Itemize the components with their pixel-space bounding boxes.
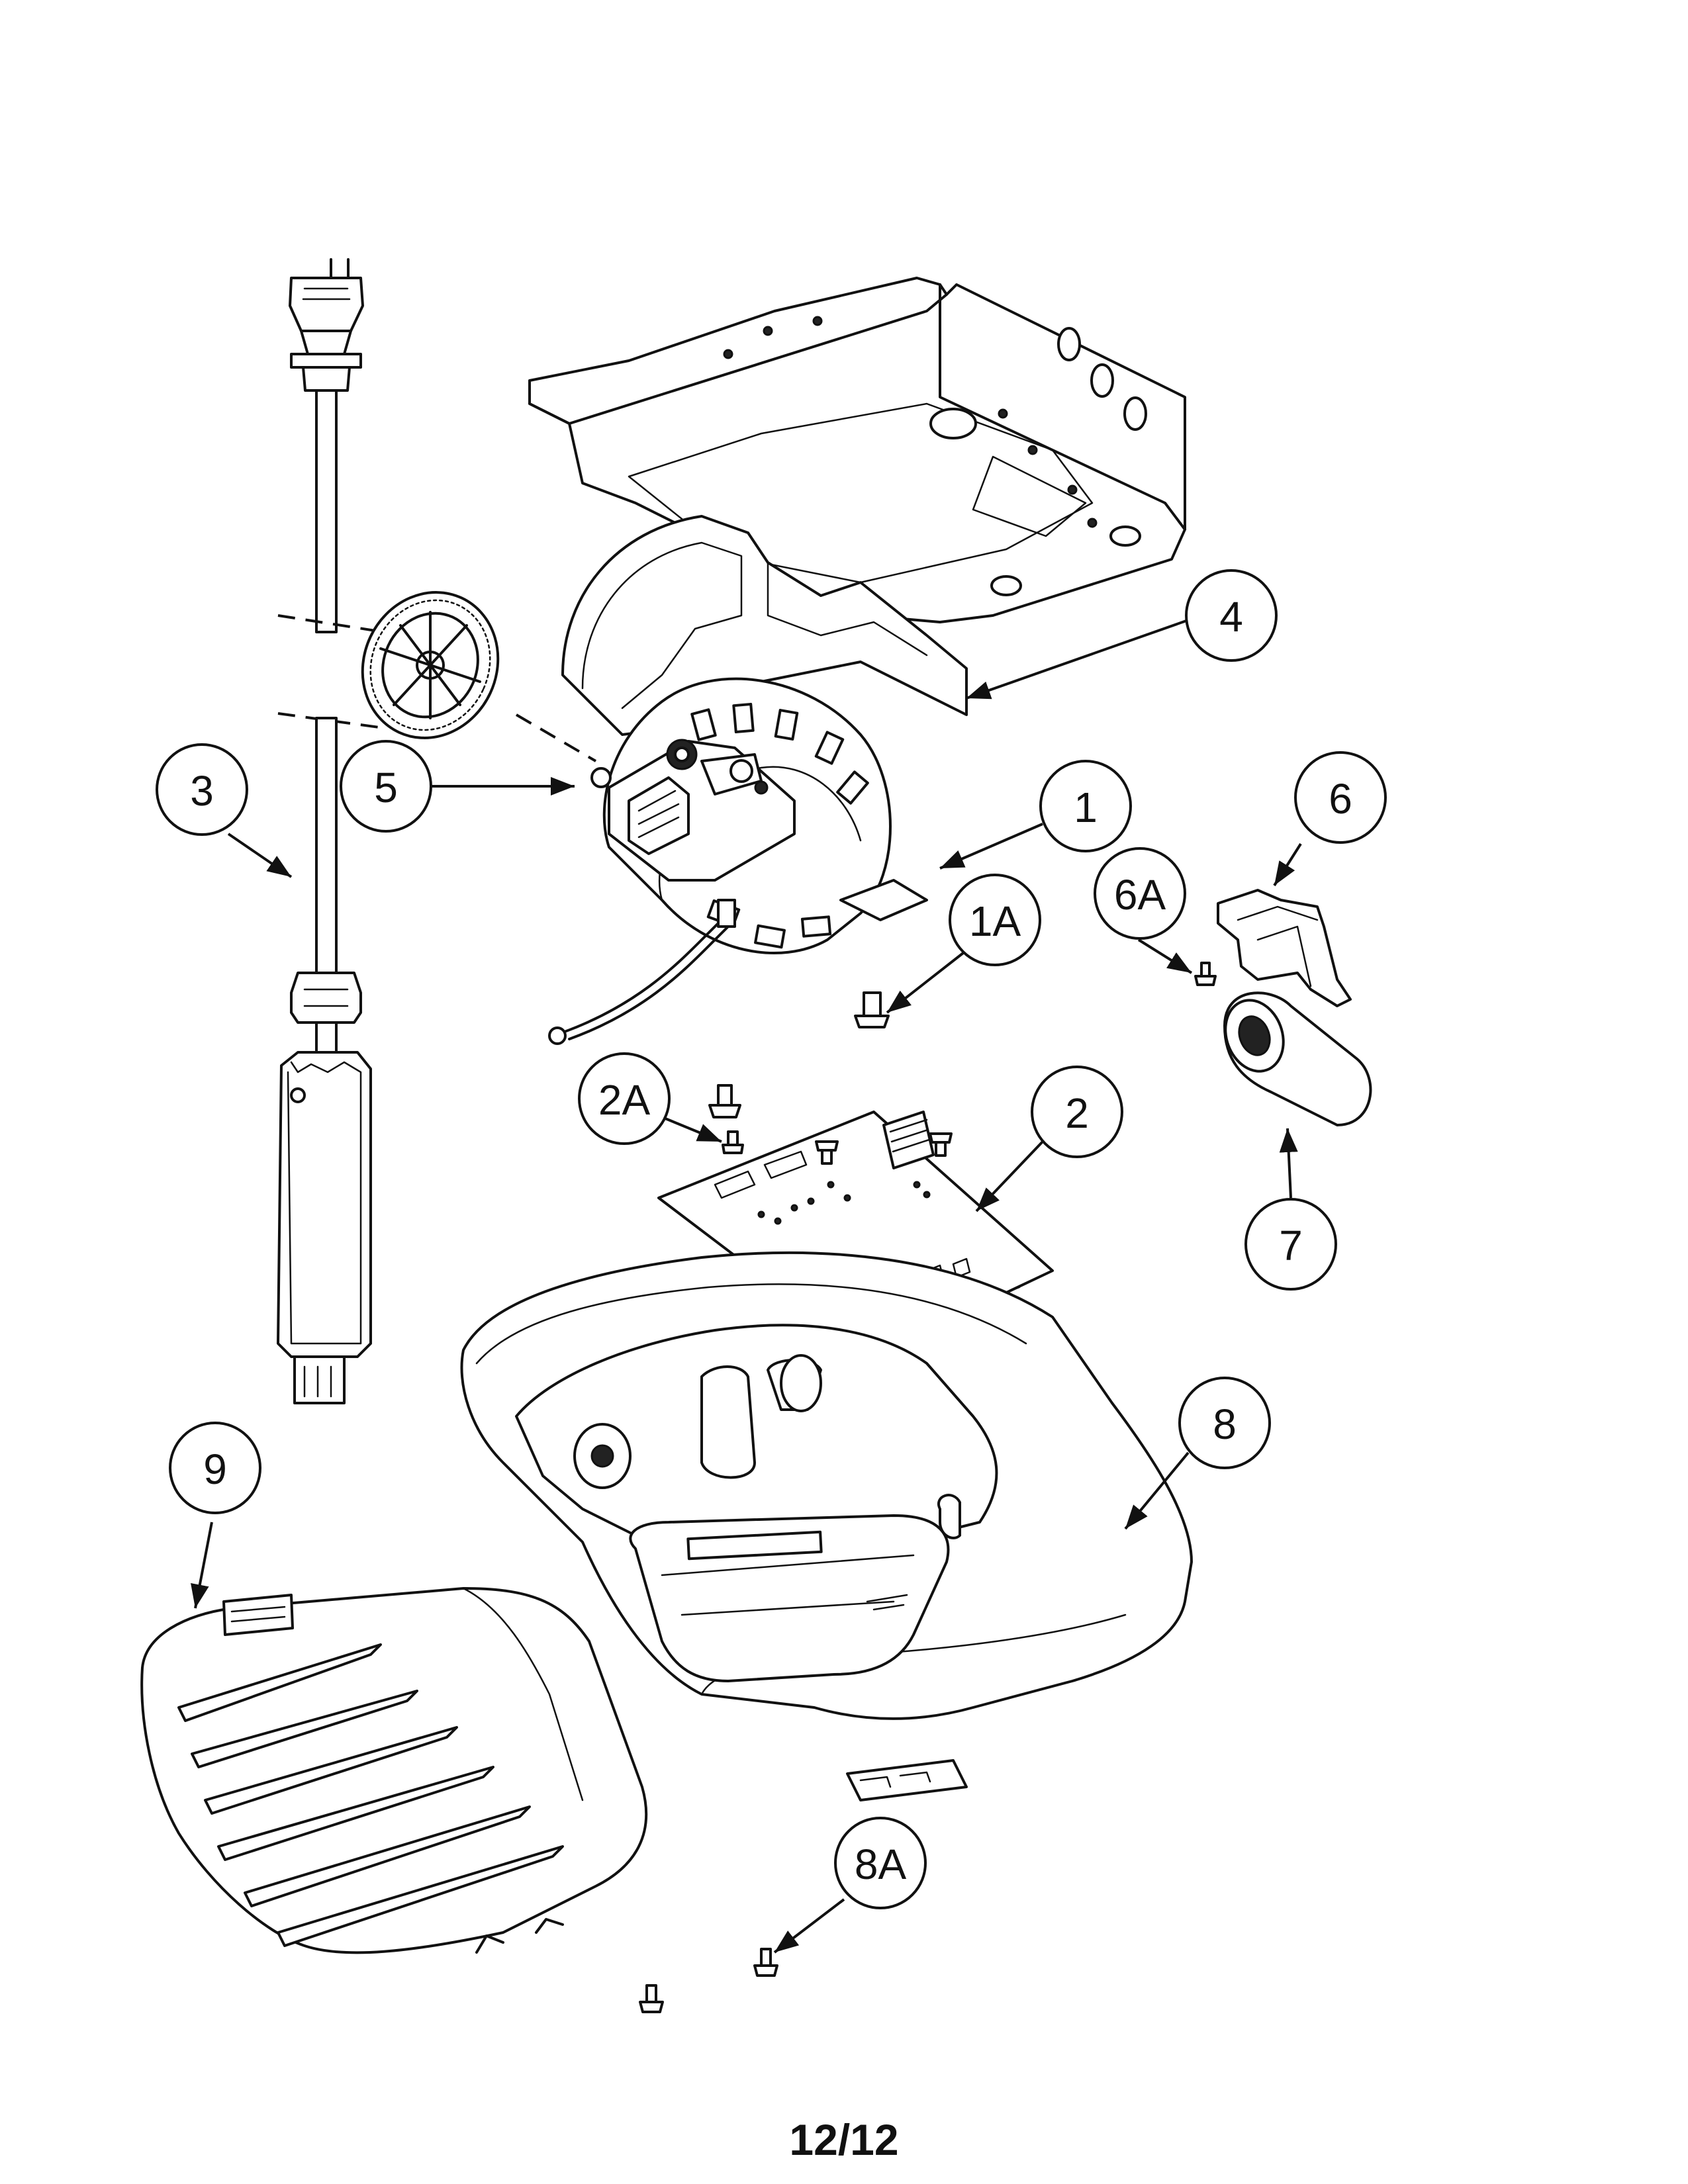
callout-label: 8A <box>855 1841 907 1888</box>
callout-1a: 1A <box>949 874 1041 966</box>
callout-label: 7 <box>1279 1222 1303 1269</box>
leader-9 <box>191 1522 213 1609</box>
callout-label: 6A <box>1114 871 1166 919</box>
housing <box>460 1251 1193 1801</box>
leader-6 <box>1273 842 1302 887</box>
callout-label: 6 <box>1329 775 1352 823</box>
callout-9: 9 <box>169 1422 261 1514</box>
leader-8a <box>773 1898 845 1954</box>
callout-label: 8 <box>1213 1400 1237 1448</box>
leader-3 <box>227 833 293 878</box>
callout-label: 2A <box>598 1076 651 1124</box>
callout-8a: 8A <box>834 1817 927 1909</box>
callout-1: 1 <box>1039 760 1132 852</box>
capacitor-bracket <box>1217 889 1352 1007</box>
screw-board-2 <box>929 1132 953 1157</box>
screw-1a <box>854 991 890 1028</box>
leader-1 <box>939 823 1043 870</box>
callout-2: 2 <box>1031 1066 1123 1158</box>
leader-2a <box>665 1117 722 1143</box>
leader-8 <box>1124 1451 1190 1530</box>
screw-8a-second <box>639 1984 664 2013</box>
callout-label: 4 <box>1219 593 1243 641</box>
callout-label: 2 <box>1065 1089 1089 1137</box>
drive-gear <box>361 591 597 762</box>
leader-lines <box>191 619 1302 1954</box>
power-cord-assembly <box>277 258 385 1404</box>
screw-2a-top <box>708 1084 741 1118</box>
screw-6a <box>1194 962 1217 986</box>
chassis-bracket <box>528 277 1186 736</box>
callout-6a: 6A <box>1094 847 1186 940</box>
callout-label: 1 <box>1074 784 1098 831</box>
callout-2a: 2A <box>578 1052 671 1145</box>
motor <box>548 677 928 1045</box>
callout-4: 4 <box>1185 569 1278 662</box>
leader-6a <box>1137 938 1193 974</box>
callout-6: 6 <box>1294 751 1387 844</box>
screws <box>639 962 1217 2013</box>
callout-label: 9 <box>203 1445 227 1493</box>
screw-board-1 <box>815 1140 839 1165</box>
callout-label: 1A <box>969 897 1021 945</box>
callout-label: 5 <box>374 764 398 811</box>
callouts: 4 5 3 1 1A 6 6A 2A <box>156 569 1387 1909</box>
page-number: 12/12 <box>789 2115 899 2164</box>
capacitor <box>1223 991 1372 1126</box>
callout-label: 3 <box>190 767 214 815</box>
callout-8: 8 <box>1178 1377 1271 1469</box>
leader-2 <box>975 1140 1044 1212</box>
screw-8a <box>753 1948 778 1977</box>
callout-5: 5 <box>340 740 432 833</box>
leader-7 <box>1279 1128 1298 1199</box>
screw-2a <box>722 1130 744 1154</box>
callout-3: 3 <box>156 743 248 836</box>
leader-1a <box>886 952 964 1014</box>
callout-7: 7 <box>1244 1198 1337 1291</box>
leader-4 <box>966 619 1187 700</box>
lens-cover <box>140 1587 648 1954</box>
